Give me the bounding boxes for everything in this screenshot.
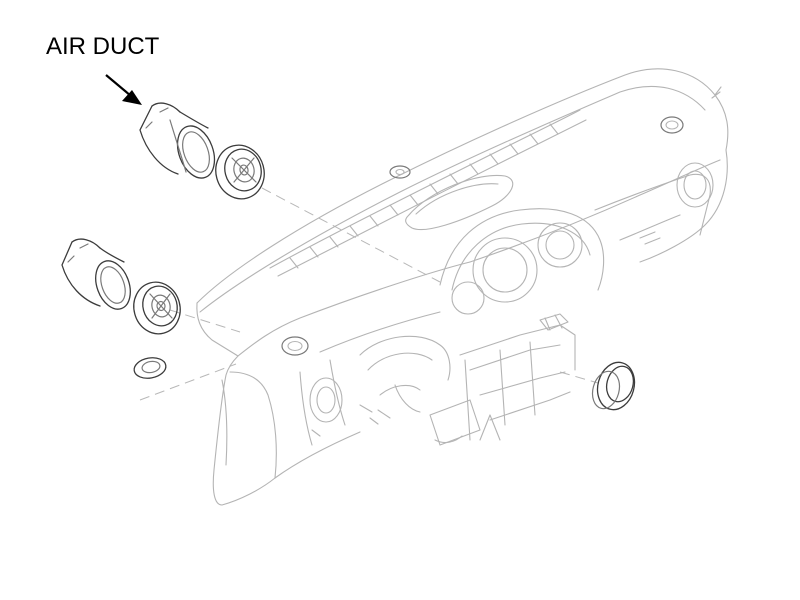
leader-lines <box>139 187 599 401</box>
dashboard-panel <box>196 68 729 506</box>
vent-lower <box>133 281 181 335</box>
callout-arrow <box>105 74 142 105</box>
vent-upper <box>215 144 265 200</box>
air-duct-upper <box>139 102 216 179</box>
trim-ring-right <box>591 361 636 411</box>
trim-ring-left <box>133 357 167 379</box>
air-duct-lower <box>61 238 131 310</box>
air-duct-label: AIR DUCT <box>46 33 160 60</box>
